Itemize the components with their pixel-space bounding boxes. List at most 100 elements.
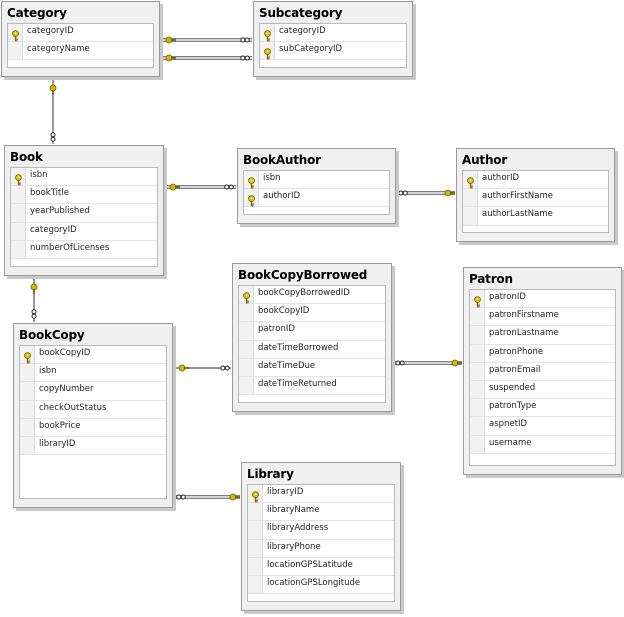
one-end-key-icon bbox=[457, 362, 462, 364]
column-row[interactable]: bookCopyID bbox=[239, 304, 385, 323]
row-selector bbox=[11, 240, 26, 258]
column-row[interactable]: libraryID bbox=[20, 436, 166, 456]
many-end-infinity-icon bbox=[31, 313, 37, 319]
column-row[interactable]: bookCopyID bbox=[20, 346, 166, 365]
column-row[interactable]: numberOfLicenses bbox=[11, 240, 157, 259]
column-row[interactable]: libraryID bbox=[248, 485, 394, 504]
many-end-infinity-icon bbox=[220, 365, 226, 371]
column-row[interactable]: copyNumber bbox=[20, 382, 166, 401]
primary-key-icon bbox=[247, 174, 256, 189]
many-end-infinity-icon bbox=[240, 55, 246, 61]
column-name: aspnetID bbox=[489, 419, 528, 430]
primary-key-icon bbox=[263, 45, 272, 60]
row-selector bbox=[470, 399, 485, 417]
many-end-infinity-icon bbox=[50, 136, 56, 142]
column-row[interactable]: username bbox=[470, 435, 615, 454]
column-row[interactable]: dateTimeDue bbox=[239, 358, 385, 377]
column-row[interactable]: patronID bbox=[239, 322, 385, 341]
column-row[interactable]: patronPhone bbox=[470, 344, 615, 363]
table-title: Library bbox=[247, 467, 294, 481]
many-end-infinity-icon bbox=[228, 184, 234, 190]
row-selector bbox=[239, 358, 254, 376]
column-name: authorFirstName bbox=[482, 191, 553, 202]
one-end-key-icon bbox=[175, 186, 180, 188]
column-row[interactable]: categoryID bbox=[260, 24, 406, 43]
column-row[interactable]: categoryID bbox=[11, 222, 157, 241]
column-row[interactable]: isbn bbox=[20, 364, 166, 383]
column-row[interactable]: patronFirstname bbox=[470, 308, 615, 327]
column-name: categoryID bbox=[27, 26, 74, 36]
many-end-infinity-icon bbox=[50, 132, 56, 138]
row-selector bbox=[11, 222, 26, 240]
column-row[interactable]: categoryName bbox=[8, 42, 153, 61]
column-row[interactable]: locationGPSLongitude bbox=[248, 575, 394, 595]
column-name: patronEmail bbox=[489, 364, 541, 375]
column-row[interactable]: dateTimeBorrowed bbox=[239, 340, 385, 359]
column-row[interactable]: isbn bbox=[244, 171, 389, 190]
column-row[interactable]: bookPrice bbox=[20, 418, 166, 437]
column-row[interactable]: authorID bbox=[244, 189, 389, 208]
row-selector bbox=[20, 364, 35, 382]
one-end-key-icon bbox=[33, 289, 35, 294]
column-name: dateTimeDue bbox=[258, 360, 316, 371]
table-title: Patron bbox=[469, 272, 513, 286]
column-row[interactable]: patronLastname bbox=[470, 326, 615, 345]
row-selector bbox=[248, 557, 263, 575]
column-row[interactable]: isbn bbox=[11, 168, 157, 187]
column-name: authorLastName bbox=[482, 209, 553, 220]
column-row[interactable]: patronID bbox=[470, 290, 615, 309]
row-selector bbox=[20, 382, 35, 400]
one-end-key-icon bbox=[235, 496, 240, 498]
column-name: dateTimeBorrowed bbox=[258, 342, 339, 353]
column-row[interactable]: categoryID bbox=[8, 24, 153, 43]
column-name: categoryID bbox=[30, 224, 77, 235]
row-selector bbox=[8, 42, 23, 60]
column-row[interactable]: checkOutStatus bbox=[20, 400, 166, 419]
column-row[interactable]: suspended bbox=[470, 380, 615, 400]
column-name: isbn bbox=[30, 170, 48, 180]
column-row[interactable]: libraryAddress bbox=[248, 521, 394, 540]
many-end-infinity-icon bbox=[224, 184, 230, 190]
column-row[interactable]: dateTimeReturned bbox=[239, 376, 385, 396]
many-end-infinity-icon bbox=[224, 365, 230, 371]
column-name: locationGPSLatitude bbox=[267, 559, 353, 570]
column-name: bookPrice bbox=[39, 420, 81, 431]
column-row[interactable]: bookCopyBorrowedID bbox=[239, 286, 385, 305]
column-row[interactable]: libraryName bbox=[248, 503, 394, 522]
column-row[interactable]: bookTitle bbox=[11, 186, 157, 205]
many-end-infinity-icon bbox=[398, 190, 404, 196]
column-name: patronType bbox=[489, 401, 537, 412]
column-name: patronID bbox=[258, 324, 295, 335]
row-selector bbox=[11, 204, 26, 222]
column-row[interactable]: libraryPhone bbox=[248, 539, 394, 558]
column-row[interactable]: locationGPSLatitude bbox=[248, 557, 394, 576]
column-row[interactable]: patronType bbox=[470, 399, 615, 418]
column-name: dateTimeReturned bbox=[258, 378, 337, 389]
column-row[interactable]: aspnetID bbox=[470, 417, 615, 436]
column-row[interactable]: authorLastName bbox=[463, 207, 608, 226]
column-name: authorID bbox=[482, 173, 520, 183]
primary-key-icon bbox=[23, 349, 32, 364]
row-selector bbox=[239, 286, 254, 304]
column-row[interactable]: authorFirstName bbox=[463, 189, 608, 208]
column-row[interactable]: authorID bbox=[463, 171, 608, 190]
column-row[interactable]: patronEmail bbox=[470, 362, 615, 381]
column-name: subCategoryID bbox=[279, 44, 343, 55]
column-row[interactable]: subCategoryID bbox=[260, 42, 406, 61]
row-selector bbox=[20, 418, 35, 436]
row-selector bbox=[470, 417, 485, 435]
column-row[interactable]: yearPublished bbox=[11, 204, 157, 223]
column-name: copyNumber bbox=[39, 384, 94, 395]
